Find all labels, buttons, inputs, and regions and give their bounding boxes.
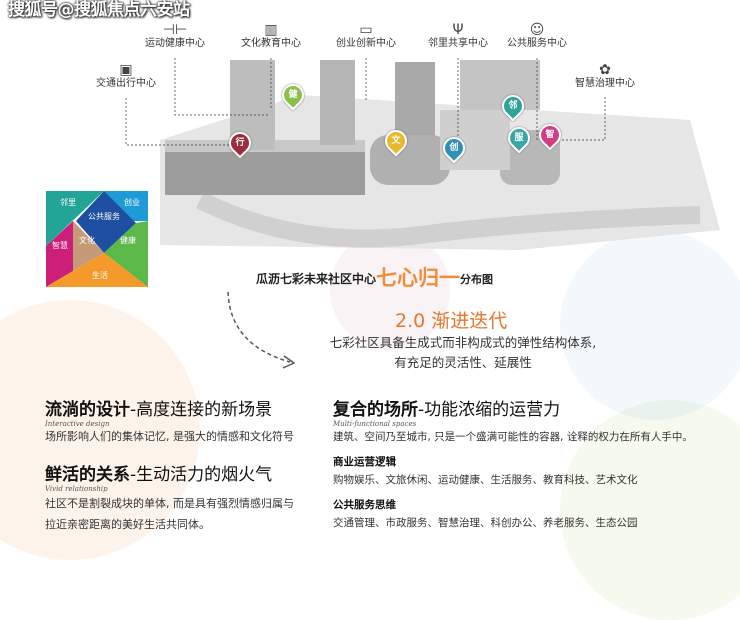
section-title: 流淌的设计-高度连接的新场景 <box>45 400 273 420</box>
tower-2 <box>320 60 355 145</box>
tangram-smart <box>46 221 73 287</box>
tangram-startup <box>104 191 148 221</box>
tangram-label-smart: 智慧 <box>52 240 68 250</box>
tangram-label-life: 生活 <box>92 270 108 280</box>
map-title-highlight: 七心归一 <box>376 266 461 290</box>
subheading-commercial: 商业运营逻辑 <box>333 456 396 468</box>
watermark: 搜狐号@搜狐焦点六安站 <box>8 0 190 20</box>
map-title: 瓜沥七彩未来社区中心七心归一分布图 <box>256 266 494 290</box>
tangram-label-public: 公共服务 <box>88 211 120 221</box>
tangram-label-startup: 创业 <box>124 197 140 207</box>
road <box>195 191 701 248</box>
bg-circle-pink <box>330 230 450 350</box>
section-subtitle-en: Multi-functional spaces <box>333 420 417 428</box>
building-low-left <box>165 150 365 195</box>
people-icon: ☺ <box>529 22 545 38</box>
section-subtitle-en: Interactive design <box>45 420 110 428</box>
bus-icon: ▣ <box>119 62 133 78</box>
center-smart-governance: ✿ 智慧治理中心 <box>569 62 641 96</box>
section-body: 社区不是割裂成块的单体, 而是具有强烈情感归属与 <box>45 497 294 510</box>
section-body: 建筑、空间乃至城市, 只是一个盛满可能性的容器, 诠释的权力在所有人手中。 <box>333 431 693 443</box>
bg-circle-blue <box>560 230 740 420</box>
section-title: 复合的场所-功能浓缩的运营力 <box>333 400 561 420</box>
version-title: 2.0 渐进迭代 <box>395 310 508 332</box>
section-body: 场所影响人们的集体记忆, 是强大的情感和文化符号 <box>45 430 294 443</box>
tangram-health <box>104 221 148 287</box>
tangram-label-culture: 文化 <box>79 235 95 245</box>
version-description: 七彩社区具备生成式而非构成式的弹性结构体系, 有充足的灵活性、延展性 <box>329 335 597 370</box>
section-body: 拉近亲密距离的美好生活共同体。 <box>45 518 210 531</box>
tangram-label-health: 健康 <box>120 235 136 245</box>
fork-knife-icon: Ψ <box>452 22 464 38</box>
center-culture-education: ▥ 文化教育中心 <box>235 22 307 56</box>
dashed-arrow <box>227 291 296 369</box>
connector-lines <box>125 58 606 150</box>
tangram-diagram: 邻里 公共服务 创业 健康 智慧 文化 生活 <box>46 191 148 287</box>
city-model <box>125 58 720 250</box>
section-relation: 鲜活的关系-生动活力的烟火气 Vivid relationship 社区不是割裂… <box>45 460 294 535</box>
section-design: 流淌的设计-高度连接的新场景 Interactive design 场所影响人们… <box>45 395 294 446</box>
public-service-list: 交通管理、市政服务、智慧治理、科创办公、养老服务、生态公园 <box>333 517 638 529</box>
center-sports-health: ⊣⊢ 运动健康中心 <box>139 22 211 56</box>
dumbbell-icon: ⊣⊢ <box>162 22 188 38</box>
bg-circle-orange <box>0 300 200 560</box>
tangram-public <box>76 191 136 253</box>
podium-1 <box>370 135 450 185</box>
section-subtitle-en: Vivid relationship <box>45 485 108 493</box>
tangram-label-neighbor: 邻里 <box>60 197 76 207</box>
center-transport: ▣ 交通出行中心 <box>90 62 162 96</box>
tangram-neighbor <box>46 191 104 246</box>
books-icon: ▥ <box>264 22 278 38</box>
building-block <box>460 60 540 110</box>
section-title: 鲜活的关系-生动活力的烟火气 <box>45 465 273 485</box>
monitor-icon: ▭ <box>359 22 373 38</box>
section-place: 复合的场所-功能浓缩的运营力 Multi-functional spaces 建… <box>333 395 733 532</box>
network-icon: ✿ <box>599 62 611 78</box>
tangram-life <box>46 253 148 287</box>
subheading-public-service: 公共服务思维 <box>333 499 396 511</box>
center-startup-innovation: ▭ 创业创新中心 <box>330 22 402 56</box>
commercial-list: 购物娱乐、文旅休闲、运动健康、生活服务、教育科技、艺术文化 <box>333 474 638 486</box>
tangram-culture <box>73 221 104 271</box>
center-public-service: ☺ 公共服务中心 <box>501 22 573 56</box>
center-neighborhood-sharing: Ψ 邻里共享中心 <box>422 22 494 56</box>
